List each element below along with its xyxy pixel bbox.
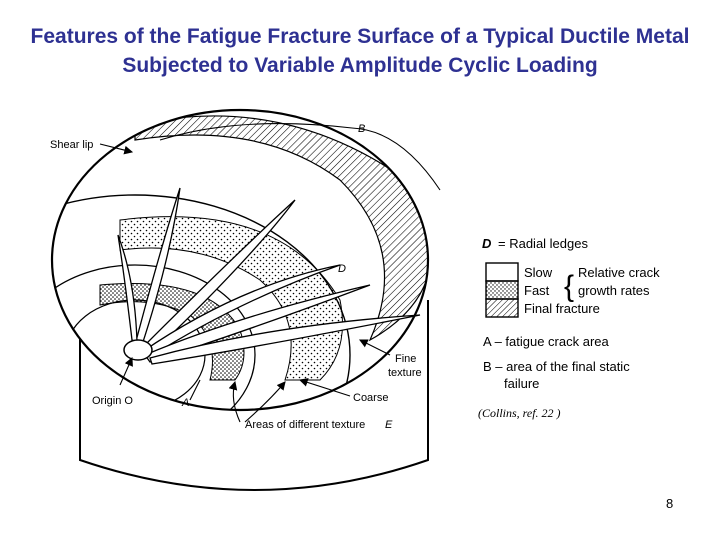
band-inner [52,264,256,410]
fracture-surface-figure: Shear lip B D Fine texture Coarse Origin… [50,108,441,491]
label-coarse: Coarse [353,392,388,404]
radial-ledge-1 [138,199,296,356]
radial-ledge-6 [117,234,138,343]
leader-a [189,379,201,401]
leader-b-2 [159,123,353,141]
caption-a: A – fatigue crack area [483,334,609,349]
leader-origin [119,356,133,386]
label-a: A [181,397,189,409]
shear-lip-zone [134,115,428,342]
legend-relative-2: growth rates [578,283,650,298]
leader-b [351,127,441,191]
label-shear-lip: Shear lip [50,139,93,151]
label-origin: Origin O [92,395,133,407]
legend-final-swatch [485,298,519,318]
legend-relative-1: Relative crack [578,265,660,280]
radial-ledge-4 [149,314,421,365]
legend: D = Radial ledges Slow Fast Final fractu… [482,236,660,318]
label-b: B [358,123,365,135]
radial-ledge-5 [134,187,181,349]
slide-title: Features of the Fatigue Fracture Surface… [30,25,690,77]
leader-texture-2 [244,381,286,423]
leader-texture-1 [228,380,241,423]
legend-fast: Fast [524,283,550,298]
leader-fine [359,339,391,356]
label-e: E [385,419,393,431]
caption-b-line2: failure [504,376,540,391]
legend-final: Final fracture [524,301,600,316]
leader-coarse [298,378,351,397]
legend-brace: { [564,270,574,303]
caption-b-line1: B – area of the final static [483,359,630,374]
caption-b: B – area of the final static failure [483,358,663,392]
legend-slow-swatch [485,262,519,282]
label-fine-2: texture [388,367,422,379]
legend-fast-swatch [485,280,519,300]
label-areas-texture: Areas of different texture [245,419,365,431]
origin-point [123,339,153,361]
band-outer [52,194,351,410]
legend-slow: Slow [524,265,553,280]
label-fine-1: Fine [395,353,416,365]
citation: (Collins, ref. 22 ) [478,406,561,420]
legend-d-text: = Radial ledges [498,236,588,251]
label-d: D [338,263,346,275]
page-number: 8 [666,496,674,511]
legend-d-symbol: D [482,236,492,251]
leader-shear-lip [99,143,134,155]
